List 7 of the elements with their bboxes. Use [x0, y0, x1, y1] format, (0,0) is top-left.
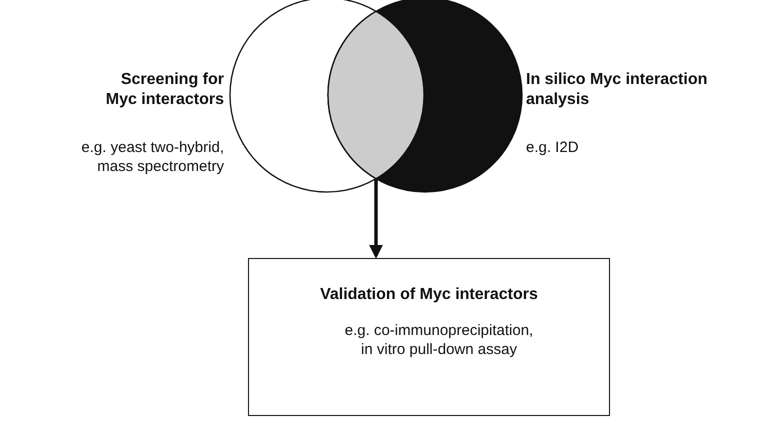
example-text: e.g. I2D — [526, 138, 580, 157]
box-heading: Validation of Myc interactors — [319, 285, 539, 305]
venn-heading: In silico Myc interaction analysis — [526, 70, 708, 110]
result-box — [248, 258, 610, 416]
example-text: e.g. co-immunoprecipitation, in vitro pull-down assay — [344, 321, 534, 359]
venn-heading: Screening for Myc interactors — [104, 70, 224, 110]
example-text: e.g. yeast two-hybrid, mass spectrometry — [80, 138, 224, 176]
